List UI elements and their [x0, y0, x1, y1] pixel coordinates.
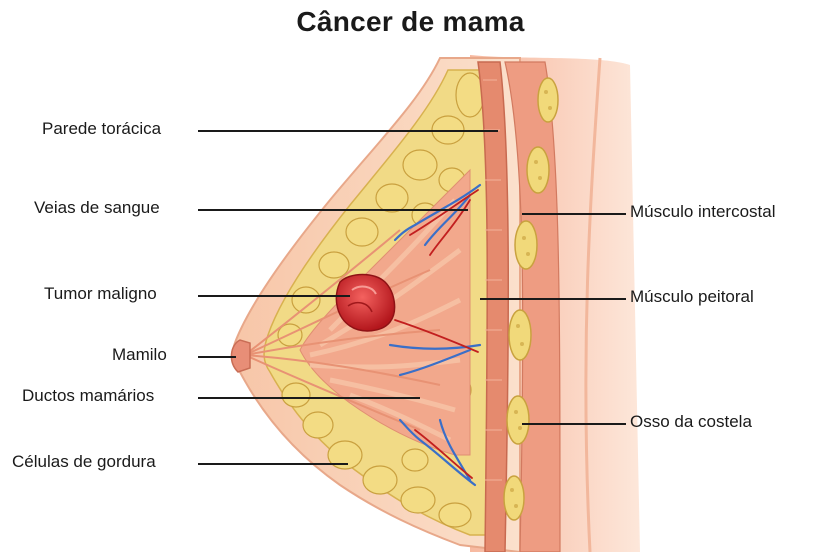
leader-intercostal-muscle: [522, 213, 626, 215]
label-mammary-ducts: Ductos mamários: [22, 386, 154, 406]
leader-nipple: [198, 356, 236, 358]
label-intercostal-muscle: Músculo intercostal: [630, 202, 776, 222]
leader-pectoral-muscle: [480, 298, 626, 300]
leader-chest-wall: [198, 130, 498, 132]
leader-blood-veins: [198, 209, 468, 211]
label-pectoral-muscle: Músculo peitoral: [630, 287, 754, 307]
label-blood-veins: Veias de sangue: [34, 198, 160, 218]
leader-rib-bone: [522, 423, 626, 425]
leader-malignant-tumor: [198, 295, 350, 297]
label-rib-bone: Osso da costela: [630, 412, 752, 432]
leader-fat-cells: [198, 463, 348, 465]
label-chest-wall: Parede torácica: [42, 119, 161, 139]
tumor: [336, 275, 394, 331]
label-fat-cells: Células de gordura: [12, 452, 156, 472]
leader-mammary-ducts: [198, 397, 420, 399]
label-nipple: Mamilo: [112, 345, 167, 365]
label-malignant-tumor: Tumor maligno: [44, 284, 157, 304]
